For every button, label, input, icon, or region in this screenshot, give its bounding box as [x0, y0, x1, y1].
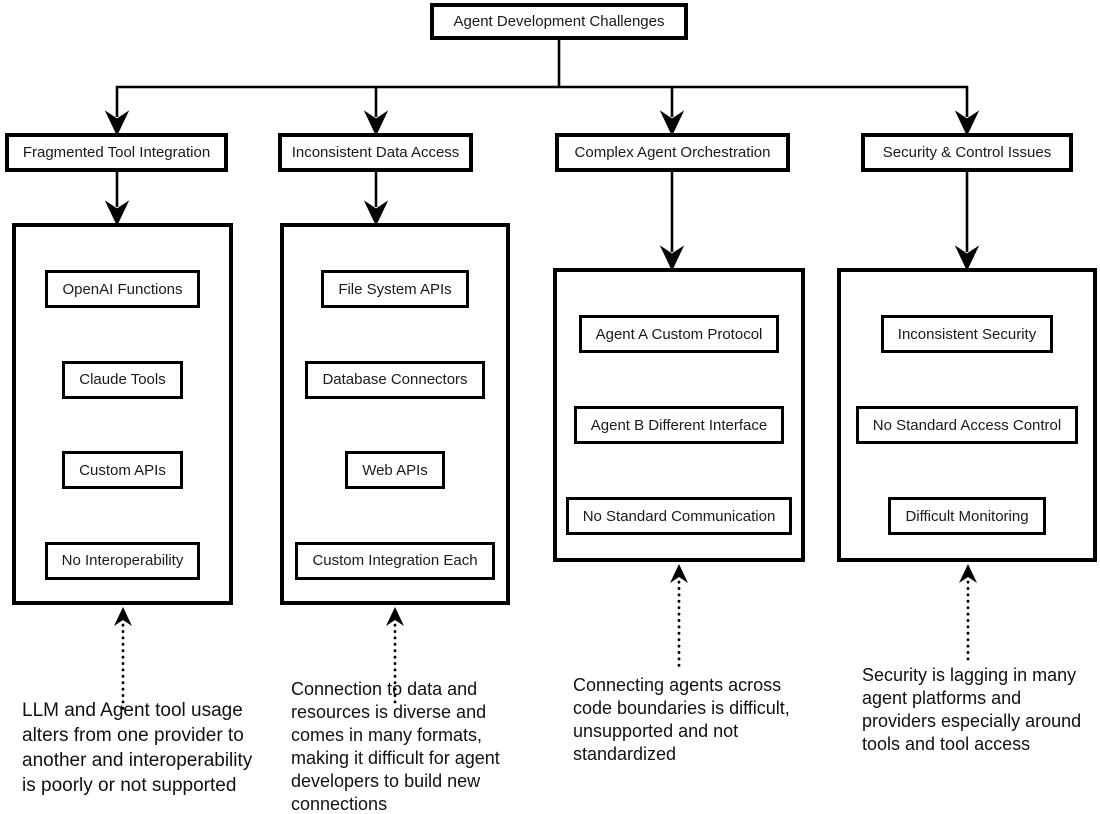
item-node: Difficult Monitoring — [888, 497, 1046, 535]
branch-container-complex-agent-orchestration: Agent A Custom Protocol Agent B Differen… — [553, 268, 805, 562]
arrowhead-down-icon — [954, 245, 980, 272]
note-line: code boundaries is difficult, — [573, 698, 790, 718]
note-line: Security is lagging in many — [862, 665, 1077, 685]
arrowhead-down-icon — [363, 110, 389, 137]
up-arrowheads — [114, 564, 977, 626]
note-security-control-issues: Security is lagging in many agent platfo… — [862, 664, 1081, 756]
dotted-note-connectors — [121, 580, 970, 714]
arrowhead-up-icon — [114, 607, 132, 626]
item-node: OpenAI Functions — [45, 270, 200, 308]
item-node: No Interoperability — [44, 541, 201, 580]
arrowhead-down-icon — [954, 110, 980, 137]
note-line: alters from one provider to — [22, 725, 244, 746]
arrowhead-down-icon — [104, 110, 130, 137]
note-line: making it difficult for agent — [291, 748, 500, 768]
arrowhead-up-icon — [959, 564, 977, 583]
branch-header-fragmented-tool-integration: Fragmented Tool Integration — [5, 133, 228, 172]
root-node: Agent Development Challenges — [430, 3, 688, 40]
note-line: is poorly or not supported — [22, 775, 237, 796]
note-line: comes in many formats, — [291, 725, 483, 745]
solid-connectors — [104, 40, 980, 272]
note-line: providers especially around — [862, 711, 1082, 731]
item-node: Claude Tools — [62, 360, 183, 399]
branch-container-inconsistent-data-access: File System APIs Database Connectors Web… — [280, 223, 510, 605]
note-line: LLM and Agent tool usage — [22, 700, 243, 721]
branch-container-security-control-issues: Inconsistent Security No Standard Access… — [837, 268, 1097, 562]
arrowhead-up-icon — [670, 564, 688, 583]
note-complex-agent-orchestration: Connecting agents across code boundaries… — [573, 674, 790, 766]
note-line: Connecting agents across — [573, 675, 782, 695]
branch-header-security-control-issues: Security & Control Issues — [861, 133, 1073, 172]
item-node: Web APIs — [345, 451, 445, 490]
note-line: unsupported and not — [573, 721, 739, 741]
branch-header-complex-agent-orchestration: Complex Agent Orchestration — [555, 133, 790, 172]
note-line: resources is diverse and — [291, 702, 487, 722]
item-node: Database Connectors — [305, 360, 485, 399]
item-node: Agent B Different Interface — [573, 406, 785, 444]
item-node: Custom Integration Each — [295, 541, 495, 580]
note-line: Connection to data and — [291, 679, 478, 699]
arrowhead-down-icon — [104, 200, 130, 227]
note-line: standardized — [573, 744, 677, 764]
arrowhead-down-icon — [363, 200, 389, 227]
note-line: another and interoperability — [22, 750, 253, 771]
note-inconsistent-data-access: Connection to data and resources is dive… — [291, 678, 500, 814]
item-node: Agent A Custom Protocol — [578, 315, 780, 353]
note-line: connections — [291, 794, 388, 814]
note-line: developers to build new — [291, 771, 481, 791]
arrowhead-down-icon — [659, 110, 685, 137]
item-node: Custom APIs — [62, 451, 183, 490]
note-line: tools and tool access — [862, 734, 1031, 754]
item-node: No Standard Access Control — [855, 406, 1079, 444]
branch-header-inconsistent-data-access: Inconsistent Data Access — [278, 133, 473, 172]
item-node: Inconsistent Security — [880, 315, 1054, 353]
branch-container-fragmented-tool-integration: OpenAI Functions Claude Tools Custom API… — [12, 223, 233, 605]
note-fragmented-tool-integration: LLM and Agent tool usage alters from one… — [22, 698, 252, 798]
arrowhead-up-icon — [386, 607, 404, 626]
note-line: agent platforms and — [862, 688, 1022, 708]
arrowhead-down-icon — [659, 245, 685, 272]
item-node: File System APIs — [321, 270, 469, 308]
item-node: No Standard Communication — [565, 497, 793, 535]
